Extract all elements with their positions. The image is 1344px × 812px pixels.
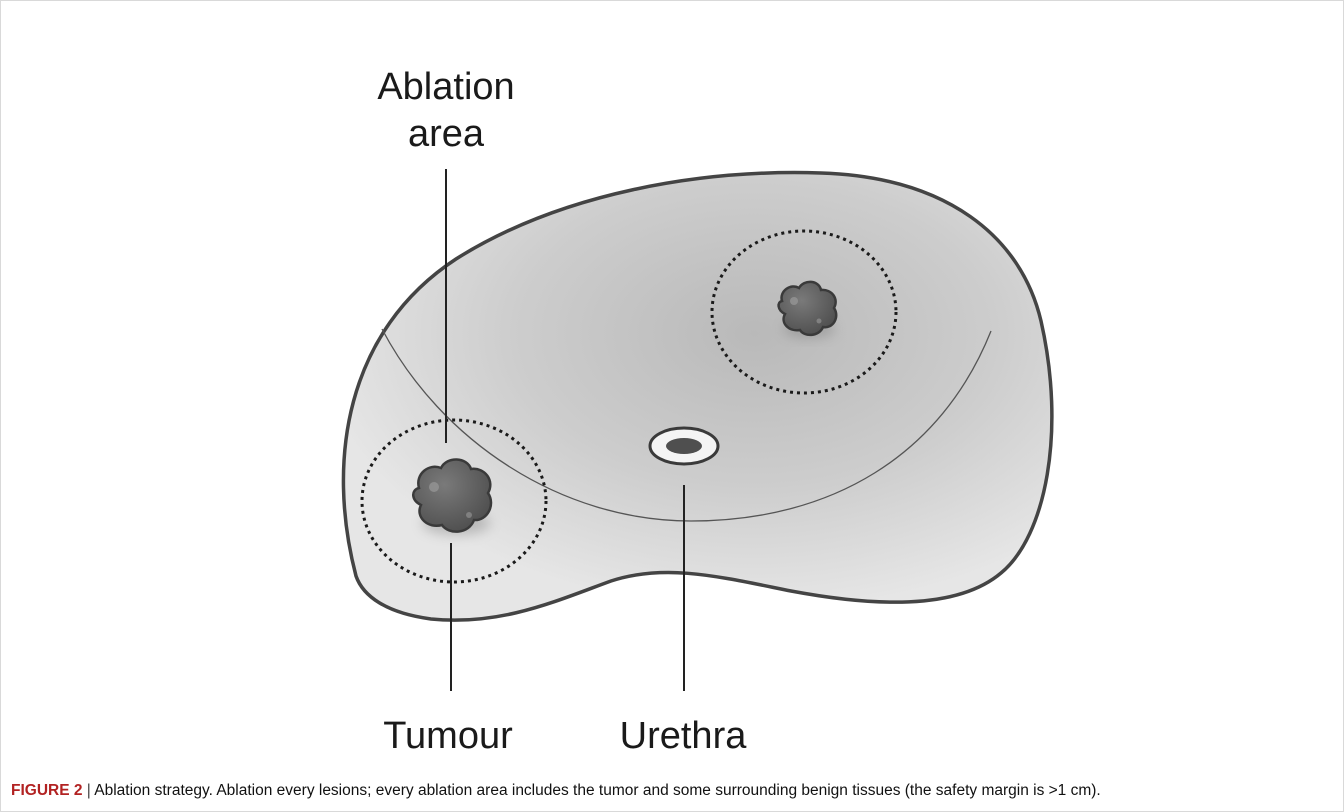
prostate-ablation-diagram: Ablation area Tumour Urethra: [1, 1, 1344, 781]
figure-caption: FIGURE 2 | Ablation strategy. Ablation e…: [11, 782, 1341, 800]
tumour-right: [779, 282, 837, 338]
figure-label: FIGURE 2: [11, 782, 82, 799]
tumour-left: [413, 459, 491, 535]
urethra: [650, 428, 718, 464]
urethra-label: Urethra: [620, 715, 748, 757]
caption-separator: |: [87, 782, 91, 799]
caption-text: Ablation strategy. Ablation every lesion…: [94, 782, 1100, 799]
ablation-area-label-line1: Ablation: [377, 66, 514, 108]
prostate-outline: [343, 173, 1051, 621]
ablation-area-label-line2: area: [408, 113, 485, 155]
tumour-label: Tumour: [383, 715, 513, 757]
